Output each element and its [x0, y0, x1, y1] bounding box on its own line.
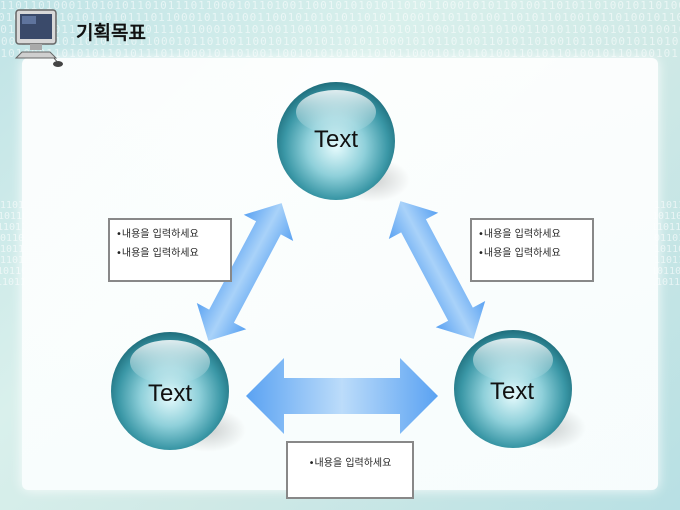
note-box-left: •내용을 입력하세요 •내용을 입력하세요 [108, 218, 232, 282]
note-box-right: •내용을 입력하세요 •내용을 입력하세요 [470, 218, 594, 282]
computer-monitor-icon [14, 9, 63, 67]
node-label-top: Text [313, 126, 358, 153]
slide-title: 기획목표 [76, 22, 146, 44]
note-line: •내용을 입력하세요 [478, 229, 561, 240]
arrow-right-diagonal [388, 201, 486, 339]
sphere-left [111, 332, 229, 450]
sphere-right [454, 330, 572, 448]
node-label-left: Text [147, 380, 192, 407]
background-binary-left: 1101101000110101011010111011000101101001… [0, 200, 24, 288]
sphere-top [277, 82, 395, 200]
note-line: •내용을 입력하세요 [308, 458, 392, 469]
background-binary-pattern: 1101101000110101011010111011000101101001… [0, 0, 680, 60]
node-label-right: Text [489, 378, 534, 405]
arrow-bottom-horizontal [246, 358, 438, 434]
note-line: •내용을 입력하세요 [116, 248, 199, 259]
background-binary-right: 1101101000110101011010111011000101101001… [654, 200, 680, 288]
note-box-bottom: •내용을 입력하세요 [286, 441, 414, 499]
note-line: •내용을 입력하세요 [478, 248, 561, 259]
note-line: •내용을 입력하세요 [116, 229, 199, 240]
arrow-left-diagonal [196, 203, 294, 341]
